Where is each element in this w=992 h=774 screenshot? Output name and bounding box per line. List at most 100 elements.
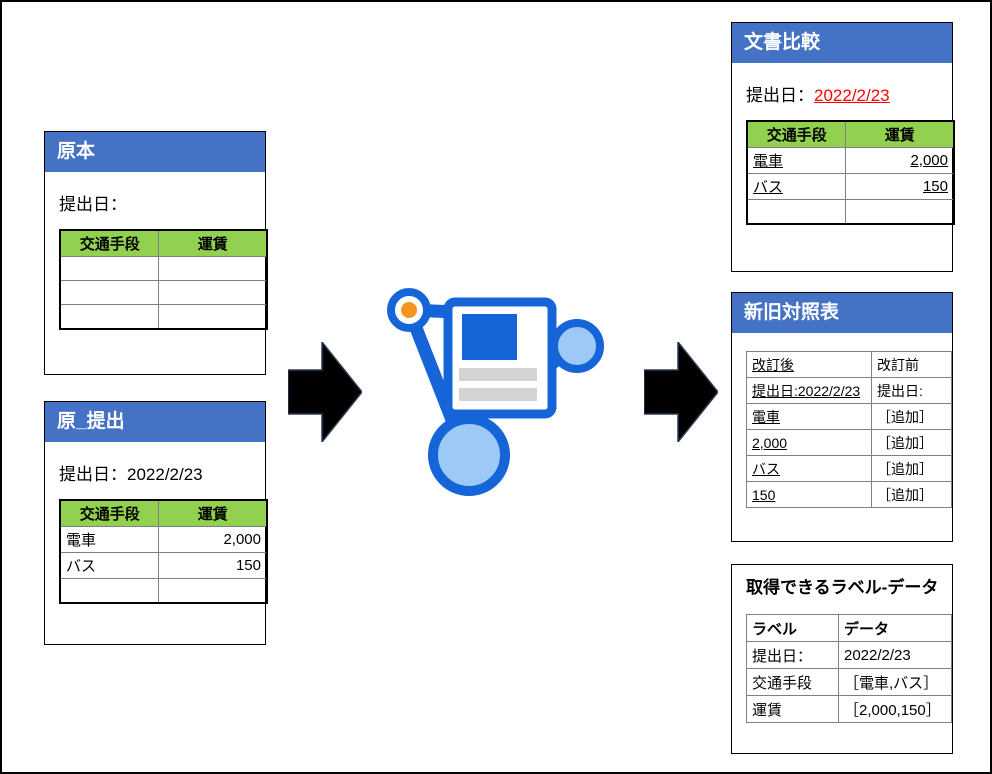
card-revision-table-header: 新旧対照表 — [732, 293, 952, 333]
cell-label: 交通手段 — [746, 668, 839, 696]
table-row — [59, 280, 268, 305]
date-value: 2022/2/23 — [127, 465, 203, 484]
table-row: 交通手段 ［電車,バス］ — [746, 668, 952, 696]
cell-data: ［2,000,150］ — [838, 695, 952, 723]
card-label-data-body: ラベル データ 提出日： 2022/2/23 交通手段 ［電車,バス］ 運賃 ［… — [732, 604, 952, 723]
cell-after: 提出日:2022/2/23 — [746, 377, 872, 404]
document-compare-graph-icon — [372, 270, 622, 520]
arrow-right-icon — [643, 339, 719, 445]
table-header-row: 交通手段 運賃 — [59, 229, 268, 257]
table-row — [59, 256, 268, 281]
date-label: 提出日： — [59, 195, 127, 214]
card-submitted-date-line: 提出日：2022/2/23 — [59, 460, 251, 485]
table-row: 2,000 ［追加］ — [746, 429, 952, 456]
cell-fare: 150 — [845, 173, 955, 200]
table-row: 運賃 ［2,000,150］ — [746, 695, 952, 723]
cell-fare — [845, 199, 955, 224]
cell-before: ［追加］ — [871, 481, 952, 508]
card-doc-compare: 文書比較 提出日：2022/2/23 交通手段 運賃 電車 2,000 バス 1… — [731, 22, 955, 272]
cell-fare: 150 — [158, 552, 268, 579]
cell-fare — [158, 304, 268, 329]
card-label-data-title: 取得できるラベル-データ — [746, 578, 939, 597]
card-doc-compare-body: 提出日：2022/2/23 交通手段 運賃 電車 2,000 バス 150 — [732, 63, 955, 225]
card-label-data: 取得できるラベル-データ ラベル データ 提出日： 2022/2/23 交通手段… — [731, 564, 953, 754]
date-label: 提出日： — [59, 465, 127, 484]
cell-fare — [158, 256, 268, 281]
table-header-row: 交通手段 運賃 — [746, 120, 955, 148]
card-original-body: 提出日： 交通手段 運賃 — [45, 172, 268, 330]
table-row: 150 ［追加］ — [746, 481, 952, 508]
table-row: バス ［追加］ — [746, 455, 952, 482]
table-row — [746, 199, 955, 224]
revision-comparison-table: 改訂後 改訂前 提出日:2022/2/23 提出日: 電車 ［追加］ 2,000… — [746, 351, 952, 508]
table-row: 電車 ［追加］ — [746, 403, 952, 430]
cell-before: ［追加］ — [871, 403, 952, 430]
table-row: バス 150 — [746, 173, 955, 200]
card-doc-compare-date-line: 提出日：2022/2/23 — [746, 81, 938, 106]
card-revision-table: 新旧対照表 改訂後 改訂前 提出日:2022/2/23 提出日: 電車 ［追加］… — [731, 292, 953, 542]
col-header-before: 改訂前 — [871, 351, 952, 378]
card-revision-table-body: 改訂後 改訂前 提出日:2022/2/23 提出日: 電車 ［追加］ 2,000… — [732, 333, 952, 508]
cell-label: 運賃 — [746, 695, 839, 723]
card-original-header: 原本 — [45, 132, 265, 172]
cell-after: 2,000 — [746, 429, 872, 456]
card-doc-compare-title: 文書比較 — [744, 32, 821, 53]
card-original-date-line: 提出日： — [59, 190, 251, 215]
date-label: 提出日： — [746, 86, 814, 105]
cell-data: ［電車,バス］ — [838, 668, 952, 696]
cell-data: 2022/2/23 — [838, 641, 952, 669]
cell-before: ［追加］ — [871, 429, 952, 456]
table-row: 電車 2,000 — [746, 147, 955, 174]
col-header-fare: 運賃 — [158, 499, 268, 527]
cell-after: 電車 — [746, 403, 872, 430]
card-submitted-title: 原_提出 — [57, 411, 125, 432]
cell-transport: 電車 — [59, 526, 160, 553]
cell-before: 提出日: — [871, 377, 952, 404]
cell-before: ［追加］ — [871, 455, 952, 482]
table-header-row: 交通手段 運賃 — [59, 499, 268, 527]
cell-transport — [59, 578, 160, 603]
card-submitted-body: 提出日：2022/2/23 交通手段 運賃 電車 2,000 バス 150 — [45, 442, 268, 604]
col-header-label: ラベル — [746, 614, 839, 642]
col-header-after: 改訂後 — [746, 351, 872, 378]
card-submitted-header: 原_提出 — [45, 402, 265, 442]
card-label-data-header: 取得できるラベル-データ — [732, 565, 952, 604]
cell-transport: バス — [59, 552, 160, 579]
col-header-data: データ — [838, 614, 952, 642]
flow-arrow-right — [643, 339, 719, 445]
table-header-row: 改訂後 改訂前 — [746, 351, 952, 378]
card-original-fare-table: 交通手段 運賃 — [59, 229, 268, 330]
card-doc-compare-fare-table: 交通手段 運賃 電車 2,000 バス 150 — [746, 120, 955, 225]
cell-after: バス — [746, 455, 872, 482]
card-original-title: 原本 — [57, 141, 96, 162]
table-header-row: ラベル データ — [746, 614, 952, 642]
date-value: 2022/2/23 — [814, 86, 890, 105]
cell-fare: 2,000 — [845, 147, 955, 174]
cell-transport — [746, 199, 847, 224]
card-original: 原本 提出日： 交通手段 運賃 — [44, 131, 268, 375]
card-doc-compare-header: 文書比較 — [732, 23, 952, 63]
table-row — [59, 578, 268, 603]
label-data-table: ラベル データ 提出日： 2022/2/23 交通手段 ［電車,バス］ 運賃 ［… — [746, 614, 952, 723]
cell-fare — [158, 578, 268, 603]
cell-transport: バス — [746, 173, 847, 200]
card-submitted: 原_提出 提出日：2022/2/23 交通手段 運賃 電車 2,000 バス 1… — [44, 401, 268, 645]
card-submitted-fare-table: 交通手段 運賃 電車 2,000 バス 150 — [59, 499, 268, 604]
flow-arrow-left — [287, 339, 363, 445]
col-header-fare: 運賃 — [158, 229, 268, 257]
table-row: 提出日： 2022/2/23 — [746, 641, 952, 669]
cell-fare — [158, 280, 268, 305]
col-header-transport: 交通手段 — [746, 120, 847, 148]
card-revision-table-title: 新旧対照表 — [744, 302, 840, 323]
cell-transport — [59, 304, 160, 329]
arrow-right-icon — [287, 339, 363, 445]
table-row: バス 150 — [59, 552, 268, 579]
cell-transport — [59, 256, 160, 281]
col-header-fare: 運賃 — [845, 120, 955, 148]
cell-fare: 2,000 — [158, 526, 268, 553]
table-row — [59, 304, 268, 329]
cell-after: 150 — [746, 481, 872, 508]
cell-label: 提出日： — [746, 641, 839, 669]
table-row: 提出日:2022/2/23 提出日: — [746, 377, 952, 404]
